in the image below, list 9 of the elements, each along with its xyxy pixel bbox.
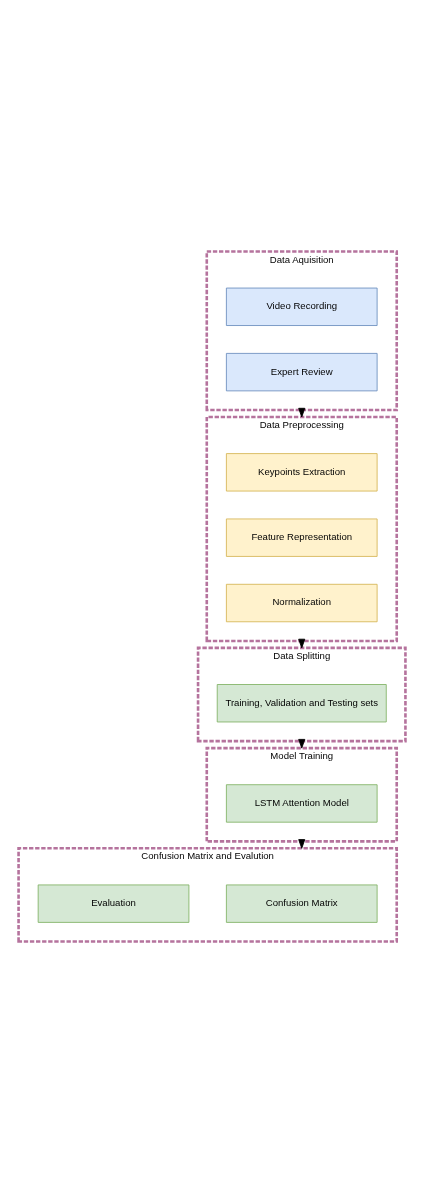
node-box: Training, Validation and Testing sets — [216, 683, 387, 722]
node-box: Video Recording — [225, 287, 378, 326]
node-box: Confusion Matrix — [225, 883, 378, 923]
node-box: Keypoints Extraction — [225, 452, 378, 491]
node-box: Expert Review — [225, 352, 378, 391]
node-box: Normalization — [225, 583, 378, 622]
node-box: Evaluation — [37, 883, 190, 923]
node-box: Feature Representation — [225, 518, 378, 557]
node-box: LSTM Attention Model — [225, 783, 378, 823]
